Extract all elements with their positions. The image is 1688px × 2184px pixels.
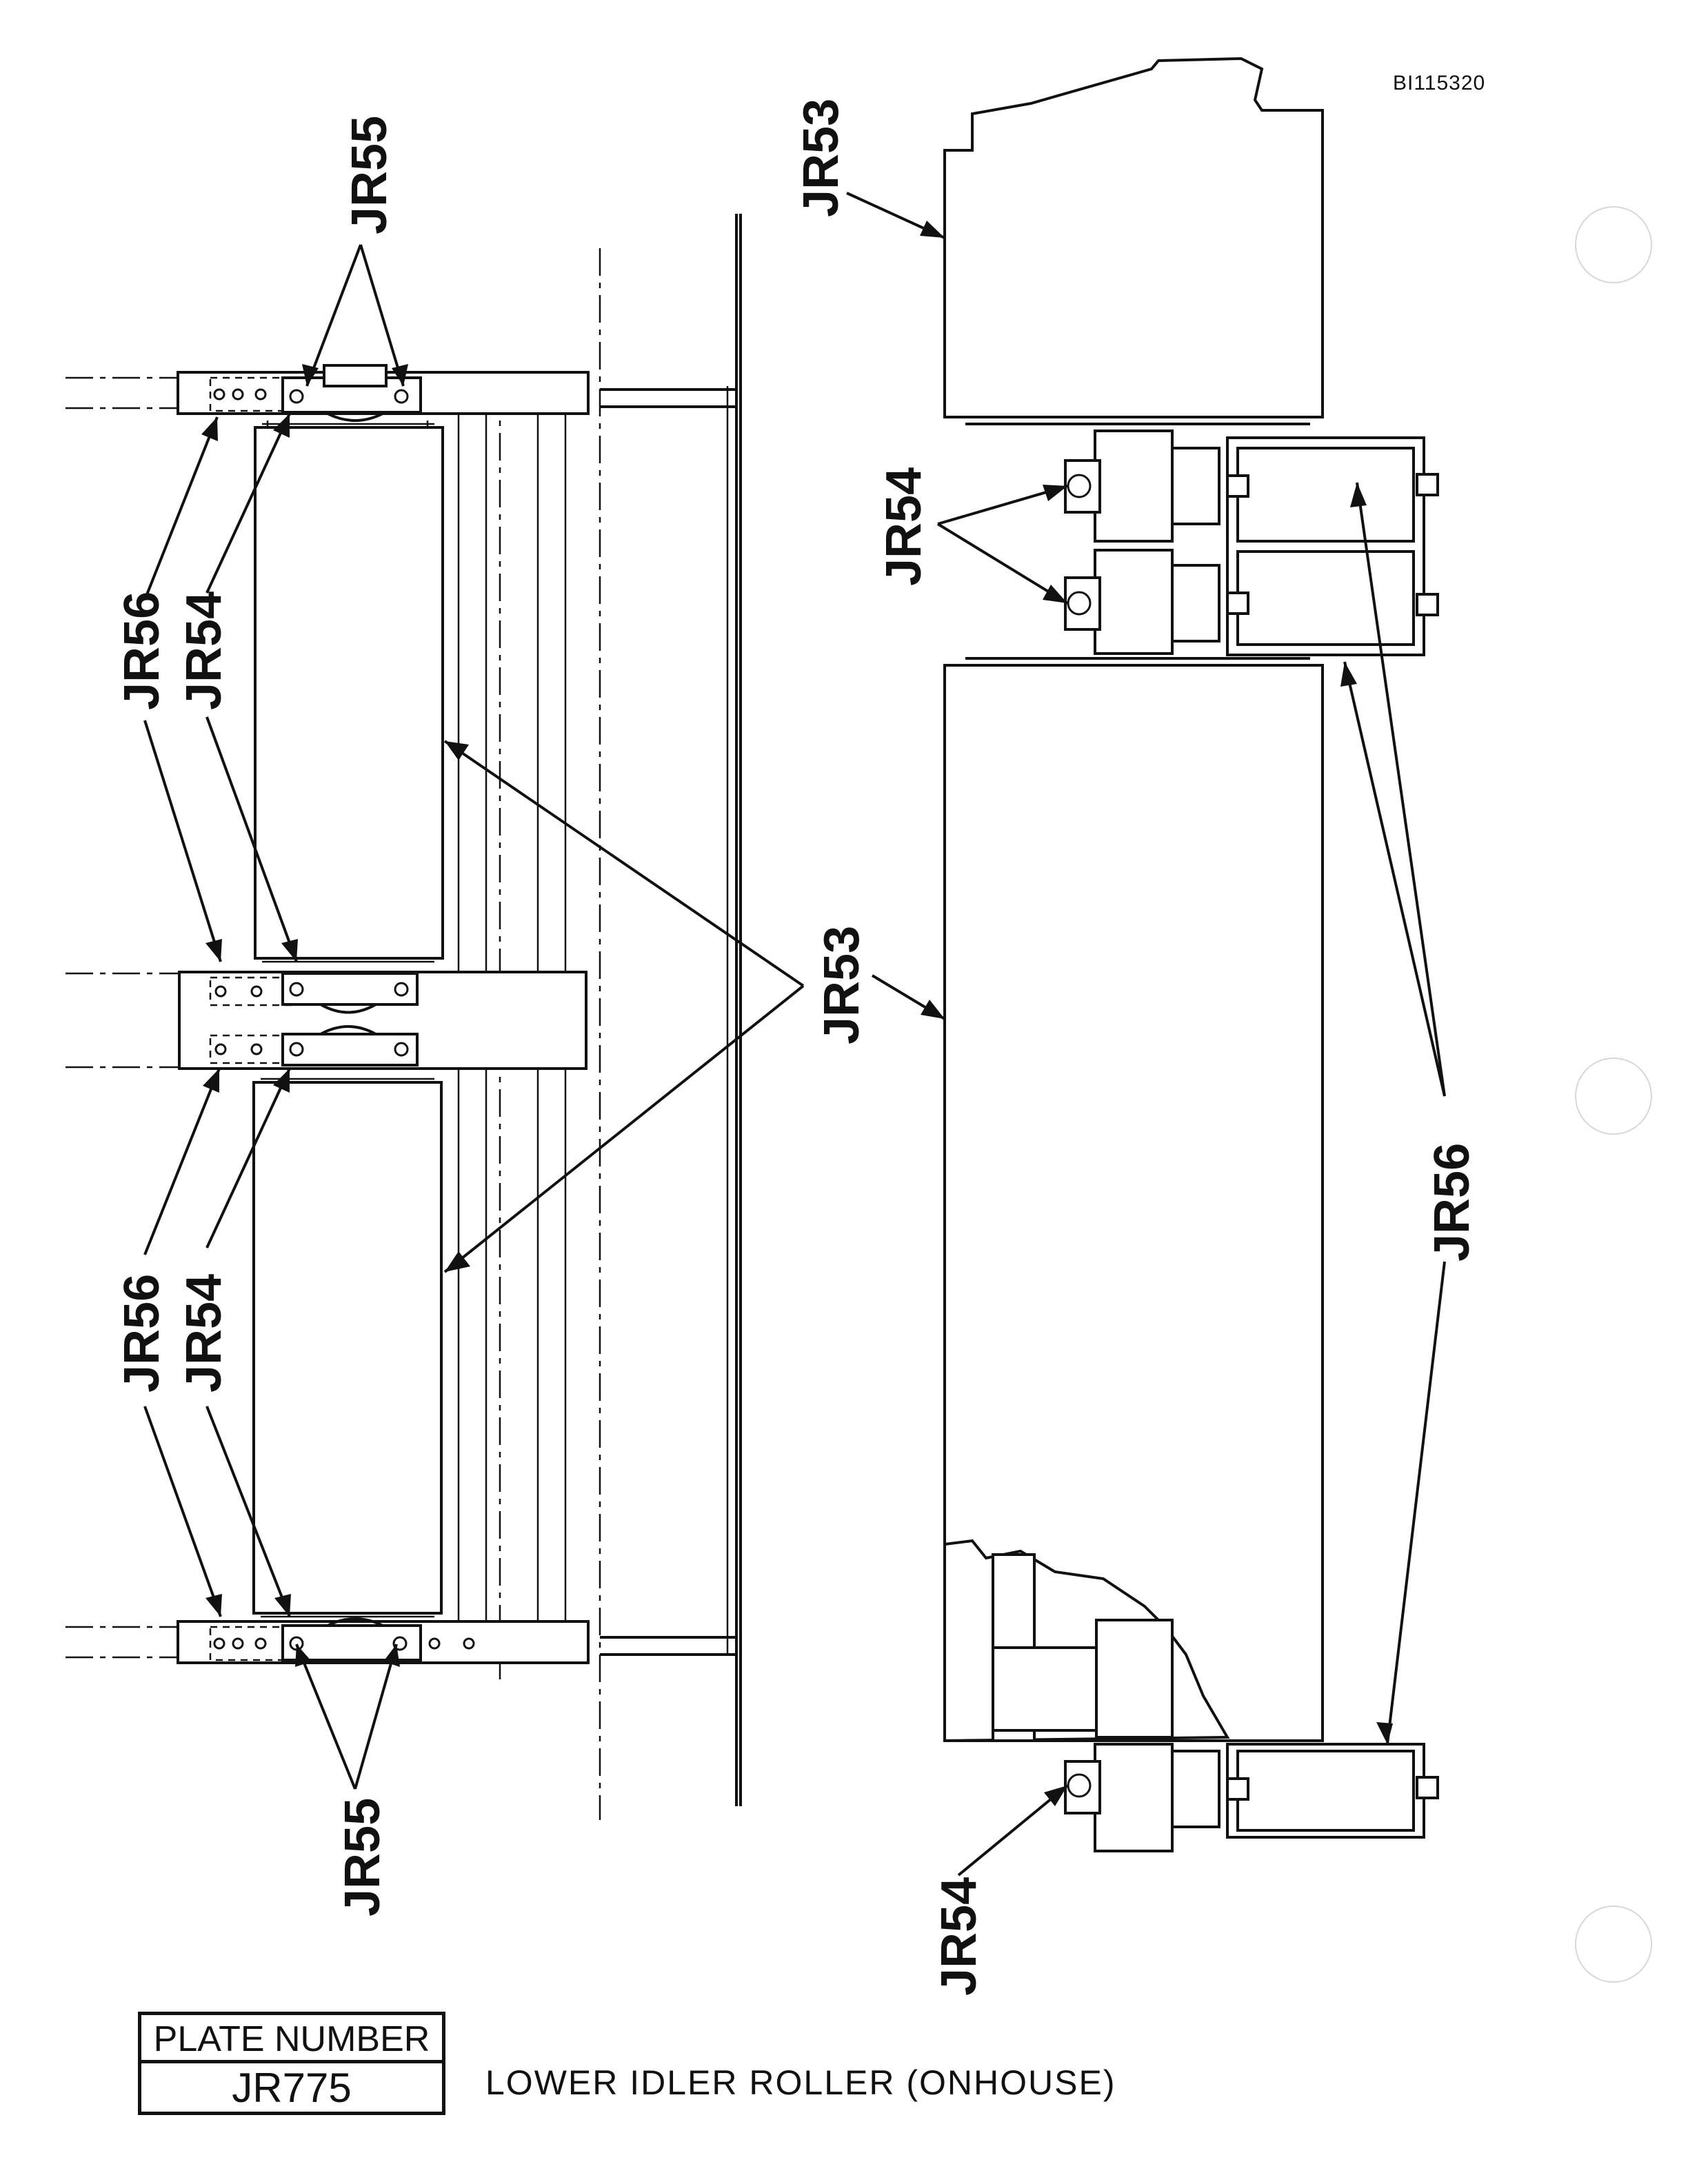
plate-number-value: JR775: [232, 2065, 352, 2111]
callout-jr56-left-upper: JR56: [114, 592, 170, 710]
callout-jr54-left-lower: JR54: [177, 1274, 232, 1393]
drawing-caption: LOWER IDLER ROLLER (ONHOUSE): [485, 2063, 1116, 2102]
callout-jr54-right-bottom: JR54: [932, 1877, 987, 1996]
binder-hole: [1575, 1058, 1652, 1135]
callout-jr54-right-top: JR54: [876, 467, 932, 586]
callout-jr56-right: JR56: [1425, 1143, 1480, 1262]
callout-jr55-bottom: JR55: [335, 1798, 390, 1917]
callout-jr56-left-lower: JR56: [114, 1274, 170, 1393]
callout-jr53-top: JR53: [794, 99, 849, 217]
binder-hole: [1575, 1905, 1652, 1983]
left-view: [66, 214, 742, 1820]
leader-lines: [143, 192, 1446, 1877]
callout-jr55-top: JR55: [342, 116, 397, 234]
document-id: BI115320: [1393, 72, 1486, 94]
plate-number-header: PLATE NUMBER: [141, 2015, 442, 2063]
right-view: [943, 57, 1439, 1852]
callout-jr53-center: JR53: [814, 926, 870, 1044]
callout-labels: JR55 JR55 JR56 JR54 JR56 JR54 JR53 JR53 …: [114, 99, 1480, 1996]
callout-jr54-left-upper: JR54: [177, 592, 232, 710]
binder-hole: [1575, 206, 1652, 283]
plate-number-box: PLATE NUMBER JR775: [138, 2012, 445, 2115]
